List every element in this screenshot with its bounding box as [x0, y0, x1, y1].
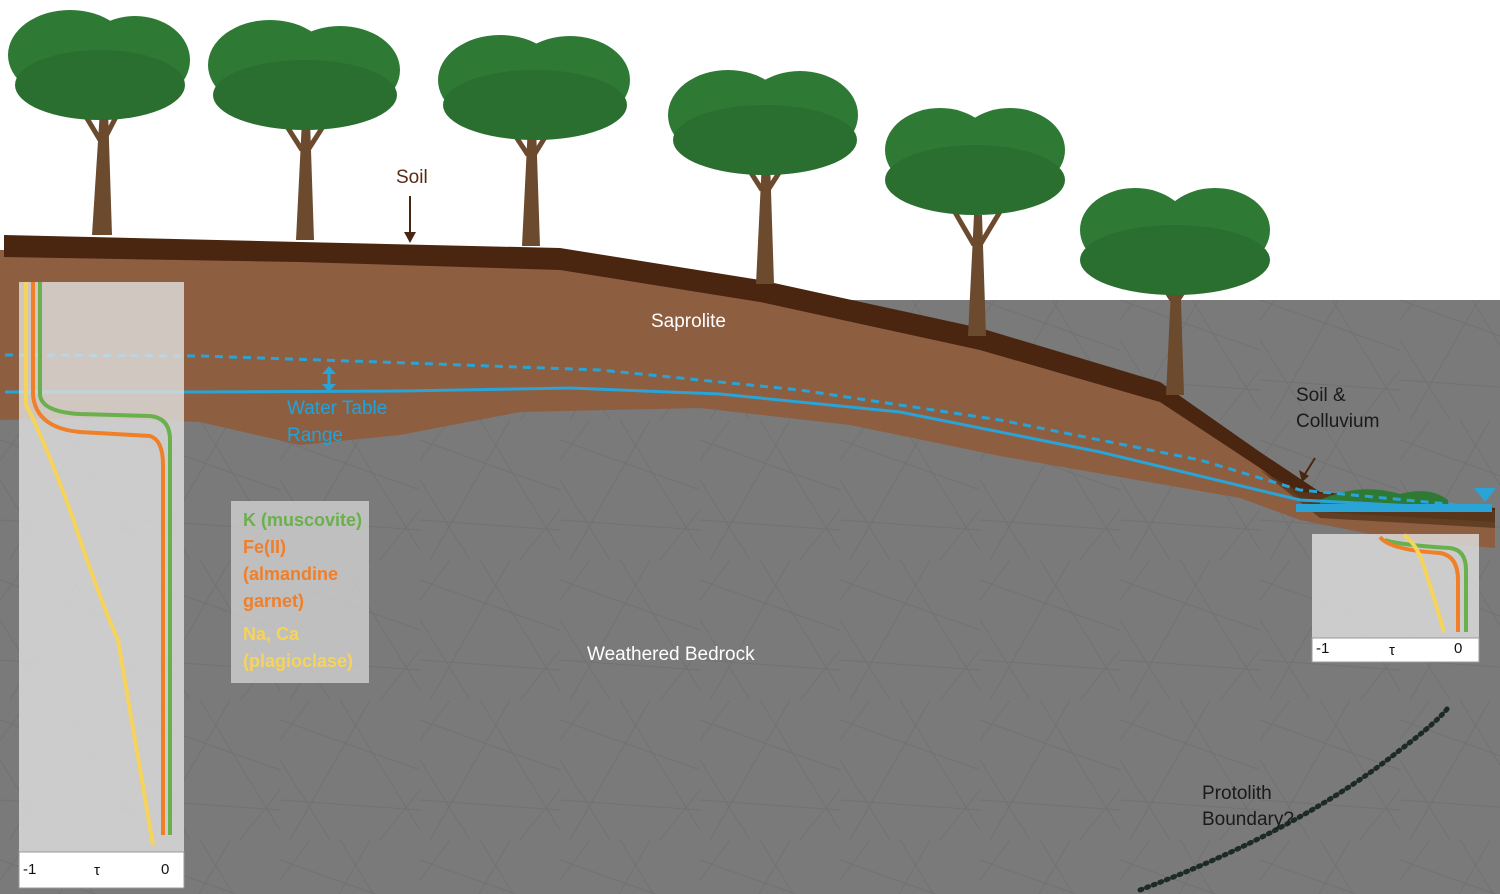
soil-arrow: [404, 196, 416, 243]
water-table-upper-line: [4, 353, 1491, 510]
water-table-range-arrow: [322, 366, 336, 392]
right-profile-garnet-curve: [1378, 535, 1460, 632]
left-axis-symbol: τ: [94, 862, 100, 879]
left-profile-muscovite-curve: [38, 282, 172, 835]
tree-2: [208, 20, 400, 240]
soil-colluvium-label-line1: Soil &: [1296, 385, 1346, 406]
right-profile-plagioclase-curve: [1402, 533, 1446, 633]
right-axis-min: -1: [1316, 640, 1330, 657]
right-profile-panel: [1311, 533, 1480, 663]
tree-5: [885, 108, 1065, 336]
saprolite-layer: [0, 250, 1495, 548]
saprolite-label: Saprolite: [651, 311, 726, 332]
tree-1: [8, 10, 190, 235]
mineral-legend: K (muscovite) Fe(II) (almandine garnet) …: [231, 501, 369, 683]
right-axis-symbol: τ: [1389, 642, 1395, 659]
legend-plagioclase-line2: (plagioclase): [243, 651, 354, 671]
legend-muscovite: K (muscovite): [243, 507, 373, 534]
water-table-lower-line: [5, 386, 1491, 512]
tree-6: [1080, 188, 1270, 395]
water-table-label-line1: Water Table: [287, 398, 388, 419]
right-axis-max: 0: [1454, 640, 1463, 657]
left-profile-plagioclase-curve: [24, 282, 155, 846]
legend-muscovite-line1: K (muscovite): [243, 510, 363, 530]
legend-garnet-line1: Fe(II): [243, 537, 286, 557]
protolith-label-line1: Protolith: [1202, 783, 1272, 804]
legend-plagioclase: Na, Ca (plagioclase): [243, 621, 373, 675]
tree-3: [438, 35, 630, 246]
soil-layer: [4, 235, 1495, 522]
soil-colluvium-label-line2: Colluvium: [1296, 411, 1380, 432]
right-profile-muscovite-curve: [1384, 538, 1468, 632]
left-profile-garnet-curve: [31, 282, 165, 835]
protolith-label-line2: Boundary?: [1202, 809, 1294, 830]
legend-garnet: Fe(II) (almandine garnet): [243, 534, 373, 615]
left-axis-max: 0: [161, 861, 170, 878]
tree-4: [668, 70, 858, 284]
legend-garnet-line2: (almandine: [243, 564, 339, 584]
water-level-icon: [1474, 488, 1496, 502]
left-profile-panel: [18, 282, 185, 889]
legend-garnet-line3: garnet): [243, 591, 305, 611]
soil-label: Soil: [396, 167, 428, 188]
weathered-bedrock-label: Weathered Bedrock: [587, 644, 755, 665]
protolith-boundary-line: [1137, 702, 1453, 893]
left-axis-min: -1: [23, 861, 37, 878]
water-table-label-line2: Range: [287, 425, 343, 446]
legend-plagioclase-line1: Na, Ca: [243, 624, 300, 644]
stream-water: [1296, 504, 1492, 512]
colluvium-arrow: [1299, 457, 1316, 482]
